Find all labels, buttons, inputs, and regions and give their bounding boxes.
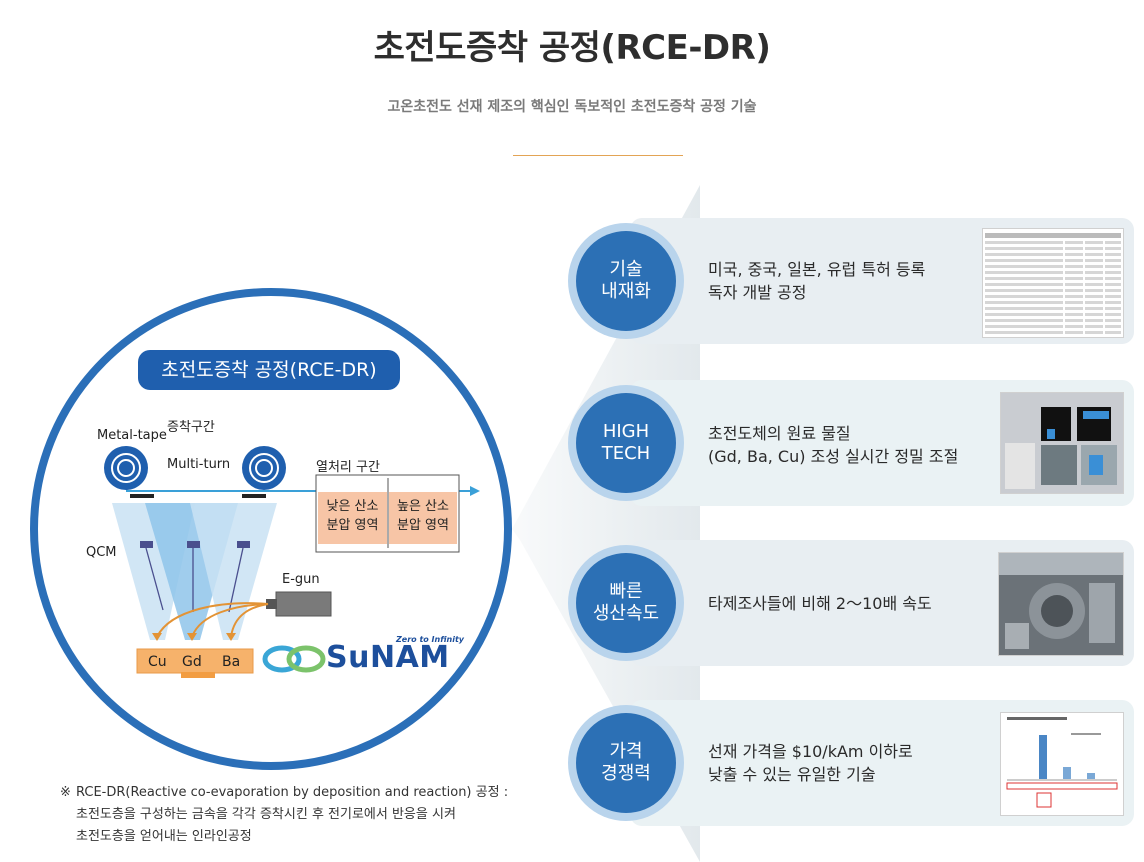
title-divider (513, 155, 683, 156)
page-title: 초전도증착 공정(RCE-DR) (373, 28, 771, 68)
feature-card-speed: 타제조사들에 비해 2～10배 속도 (630, 540, 1134, 666)
egun-label: E-gun (282, 572, 320, 587)
feature-text: 초전도체의 원료 물질(Gd, Ba, Cu) 조성 실시간 정밀 조절 (708, 424, 959, 466)
element-ba: Ba (222, 654, 241, 670)
sunam-logo-mark (262, 645, 326, 673)
feature-text: 타제조사들에 비해 2～10배 속도 (708, 594, 932, 613)
diagram-title: 초전도증착 공정(RCE-DR) (138, 350, 400, 390)
element-cu: Cu (148, 654, 167, 670)
heat-zone-label: 열처리 구간 (316, 460, 380, 475)
page-subtitle: 고온초전도 선재 제조의 핵심인 독보적인 초전도증착 공정 기술 (387, 99, 757, 115)
process-note: ※ RCE-DR(Reactive co-evaporation by depos… (60, 782, 508, 848)
multi-turn-label: Multi-turn (167, 457, 231, 472)
logo-wordmark: SuNAM (326, 640, 450, 675)
note-line-2: 초전도층을 구성하는 금속을 각각 증착시킨 후 전기로에서 반응을 시켜 (76, 807, 456, 822)
deposition-zone-label: 증착구간 (167, 420, 215, 435)
note-line-3: 초전도층을 얻어내는 인라인공정 (76, 829, 252, 844)
element-gd: Gd (182, 654, 202, 670)
note-line-1: RCE-DR(Reactive co-evaporation by deposi… (76, 785, 509, 800)
feature-card-high-tech: 초전도체의 원료 물질(Gd, Ba, Cu) 조성 실시간 정밀 조절 (630, 380, 1134, 506)
control-software-image (1000, 392, 1124, 494)
patent-table-image (982, 228, 1124, 338)
roller-left (104, 446, 148, 490)
roller-right (242, 446, 286, 490)
logo-tagline: Zero to Infinity (396, 635, 465, 644)
equipment-photo (998, 552, 1124, 656)
note-mark: ※ (60, 785, 71, 800)
price-chart-image (1000, 712, 1124, 816)
qcm-label: QCM (86, 545, 117, 560)
metal-tape-label: Metal-tape (97, 428, 167, 443)
